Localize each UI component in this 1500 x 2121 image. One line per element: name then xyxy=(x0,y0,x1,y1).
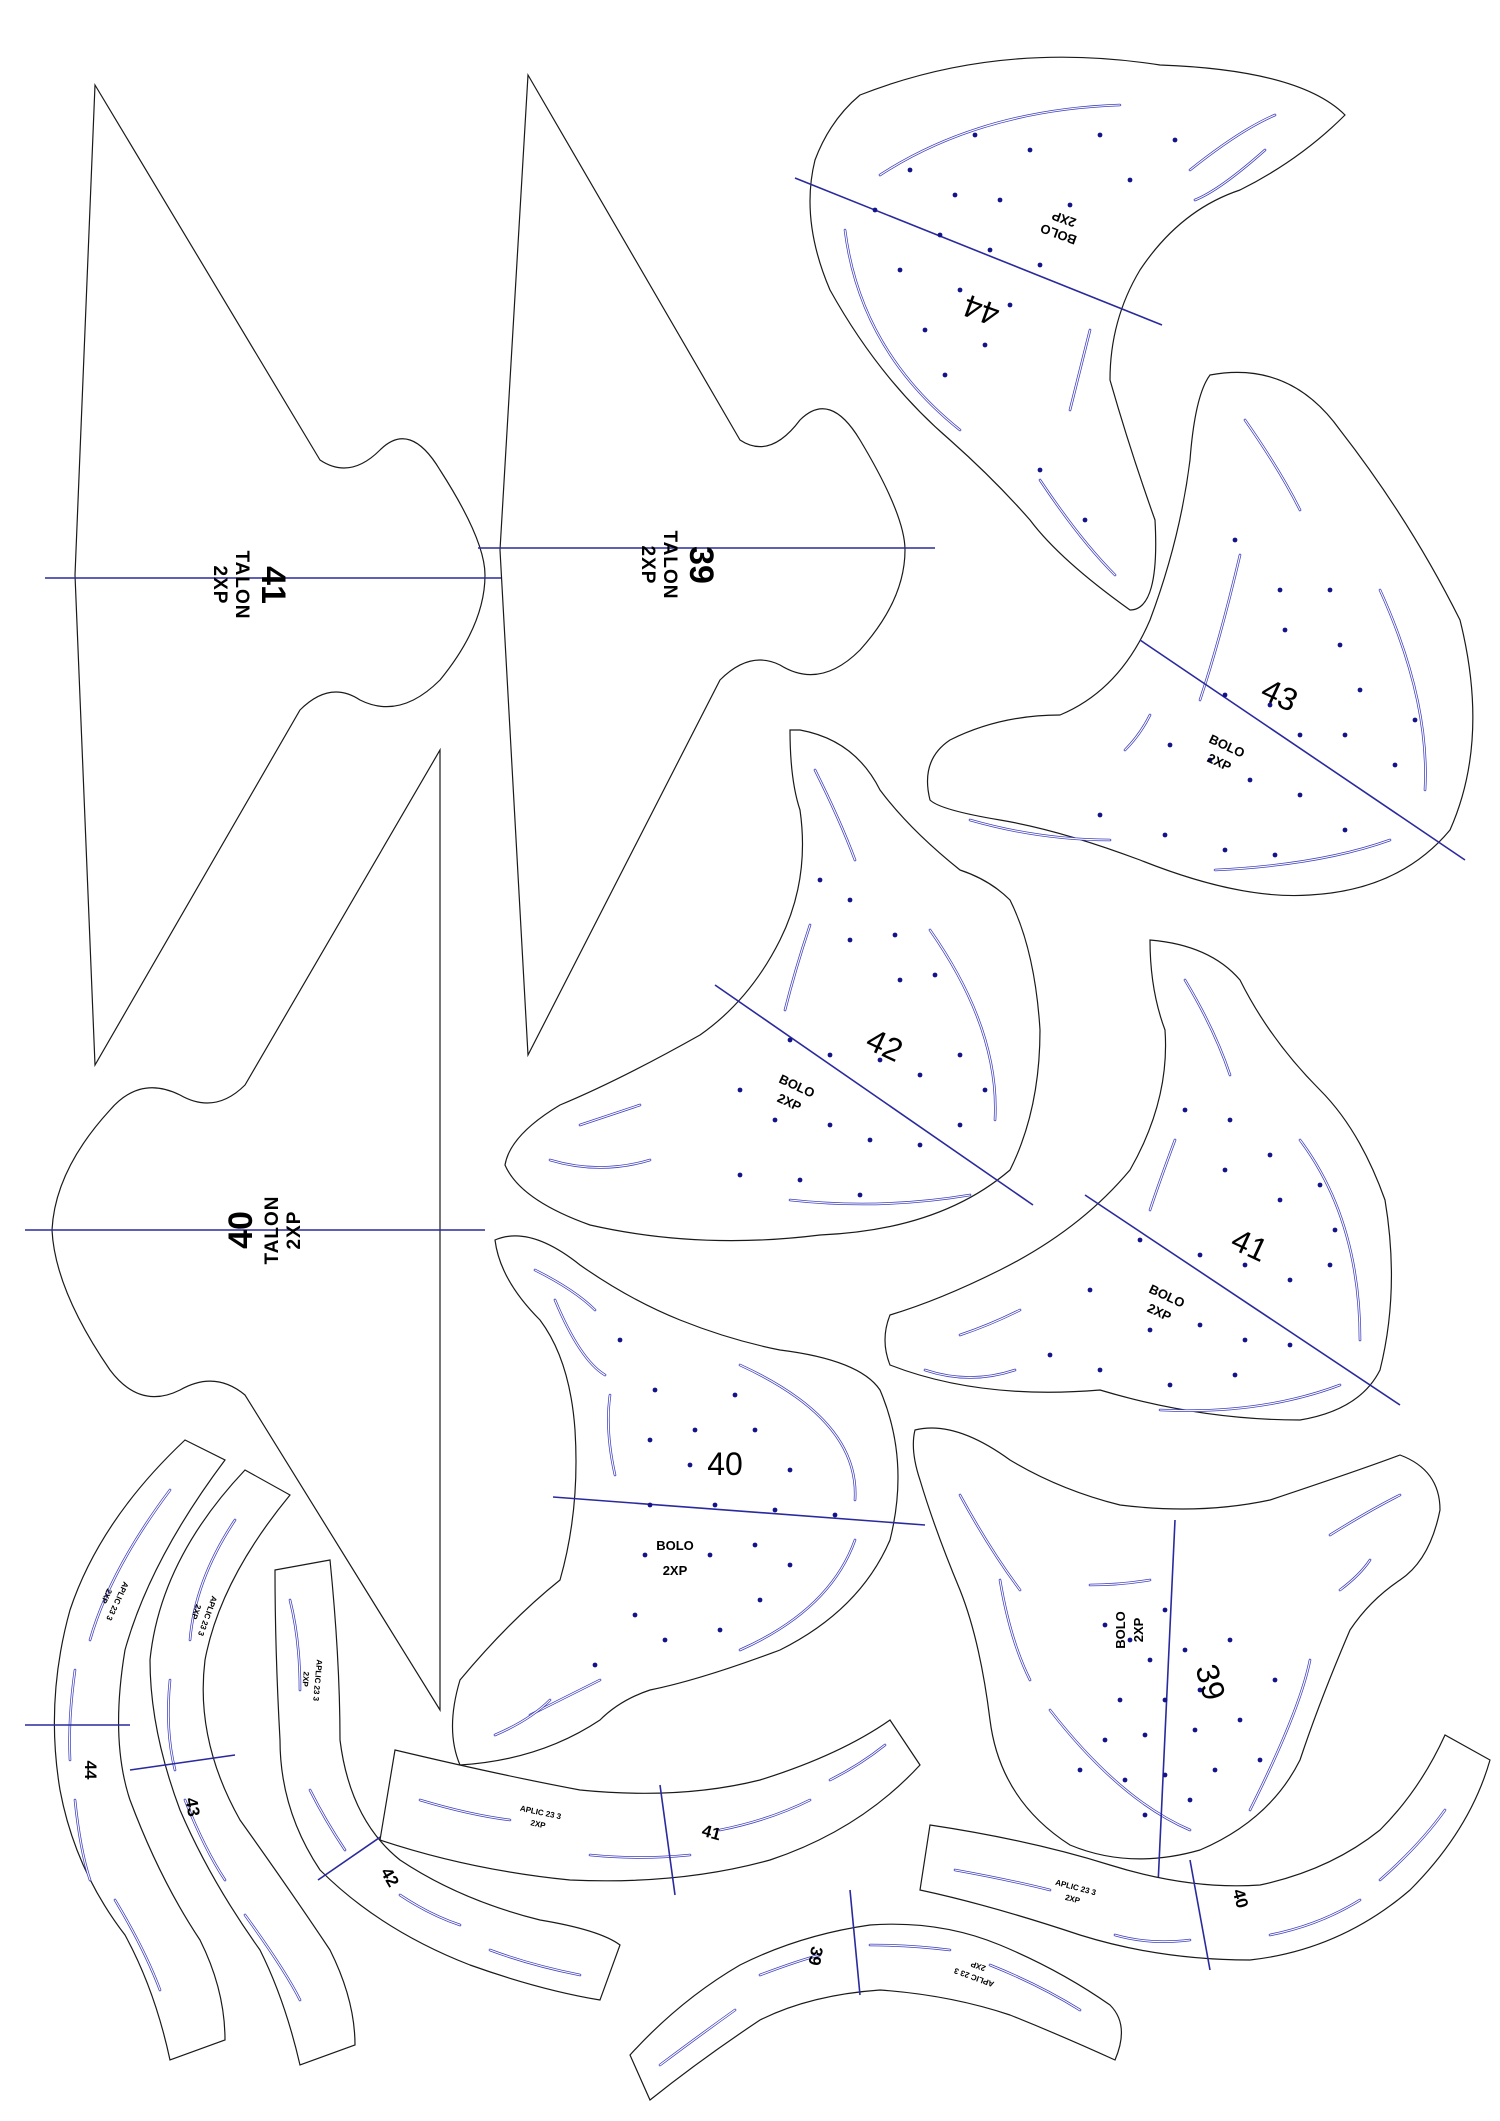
aplic-strip-42: APLIC 23 3 2XP 42 xyxy=(274,1559,621,2001)
talon-40-name: TALON xyxy=(262,1195,283,1264)
aplic-strip-43: APLIC 23 3 2XP 43 xyxy=(129,1469,356,2066)
aplic-44-outline xyxy=(53,1439,226,2061)
bolo-40-qty: 2XP xyxy=(663,1563,688,1578)
talon-piece-40: 40 TALON 2XP xyxy=(25,747,485,1713)
bolo-43-guide-line xyxy=(1139,639,1466,861)
bolo-39-outline xyxy=(912,1427,1441,1860)
bolo-42-outline xyxy=(504,729,1041,1242)
bolo-41-outline xyxy=(884,939,1393,1421)
aplic-40-qty: 2XP xyxy=(1064,1893,1082,1906)
bolo-42-guide-line xyxy=(714,984,1034,1206)
aplic-42-outline xyxy=(274,1559,621,2001)
bolo-44-outline xyxy=(809,56,1346,611)
talon-39-outline xyxy=(499,72,906,1058)
talon-41-outline xyxy=(74,82,486,1068)
aplic-40-guide-line xyxy=(1189,1859,1211,1971)
bolo-piece-40: 40 BOLO 2XP xyxy=(451,1235,926,1766)
aplic-39-guide-line xyxy=(849,1889,861,1996)
bolo-40-number: 40 xyxy=(707,1446,743,1482)
aplic-44-number: 44 xyxy=(81,1761,100,1780)
aplic-41-outline xyxy=(379,1719,921,1882)
talon-41-number: 41 xyxy=(254,566,292,604)
bolo-40-outline xyxy=(451,1235,899,1766)
bolo-39-guide-line xyxy=(1157,1519,1176,1886)
bolo-39-qty: 2XP xyxy=(1131,1617,1146,1642)
aplic-42-qty: 2XP xyxy=(300,1671,310,1688)
talon-41-qty: 2XP xyxy=(209,566,230,605)
bolo-piece-42: 42 BOLO 2XP xyxy=(504,729,1041,1242)
aplic-40-outline xyxy=(919,1734,1491,1961)
aplic-43-guide-line xyxy=(129,1754,236,1771)
bolo-41-rivet-dots xyxy=(1047,1107,1338,1388)
talon-piece-41: 41 TALON 2XP xyxy=(45,82,515,1068)
aplic-41-guide-line xyxy=(659,1784,676,1896)
aplic-43-outline xyxy=(149,1469,356,2066)
talon-40-number: 40 xyxy=(222,1211,260,1249)
aplic-39-outline xyxy=(629,1923,1122,2101)
bolo-41-guide-line xyxy=(1084,1194,1401,1406)
aplic-39-number: 39 xyxy=(804,1945,826,1967)
bolo-44-rivet-dots xyxy=(872,132,1178,523)
talon-piece-39: 39 TALON 2XP xyxy=(478,72,935,1058)
bolo-40-rivet-dots xyxy=(592,1337,838,1668)
bolo-40-name: BOLO xyxy=(656,1538,694,1553)
talon-40-qty: 2XP xyxy=(284,1211,305,1250)
talon-39-qty: 2XP xyxy=(637,546,658,585)
aplic-strip-40: APLIC 23 3 2XP 40 xyxy=(919,1734,1491,1971)
talon-39-name: TALON xyxy=(659,530,680,599)
aplic-43-number: 43 xyxy=(181,1796,203,1818)
bolo-piece-43: 43 BOLO 2XP xyxy=(926,371,1474,897)
aplic-42-name: APLIC 23 3 xyxy=(311,1659,324,1702)
aplic-strip-39: 39 APLIC 23 3 2XP xyxy=(629,1889,1122,2101)
bolo-piece-44: 44 BOLO 2XP xyxy=(794,56,1346,611)
bolo-40-guide-line xyxy=(552,1496,926,1526)
bolo-piece-39: 39 BOLO 2XP xyxy=(912,1427,1441,1886)
aplic-strip-44: APLIC 23 3 2XP 44 xyxy=(25,1439,226,2061)
bolo-39-rivet-dots xyxy=(1077,1607,1278,1818)
bolo-42-rivet-dots xyxy=(737,877,988,1198)
bolo-piece-41: 41 BOLO 2XP xyxy=(884,939,1401,1421)
bolo-39-name: BOLO xyxy=(1113,1611,1128,1649)
aplic-41-qty: 2XP xyxy=(530,1818,547,1830)
bolo-43-outline xyxy=(926,371,1474,897)
bolo-44-guide-line xyxy=(794,177,1163,326)
talon-39-number: 39 xyxy=(682,546,720,584)
talon-41-name: TALON xyxy=(231,550,252,619)
aplic-strip-41: APLIC 23 3 2XP 41 xyxy=(379,1719,921,1896)
aplic-40-number: 40 xyxy=(1229,1887,1252,1910)
bolo-43-rivet-dots xyxy=(1097,537,1418,858)
aplic-41-number: 41 xyxy=(700,1821,723,1844)
